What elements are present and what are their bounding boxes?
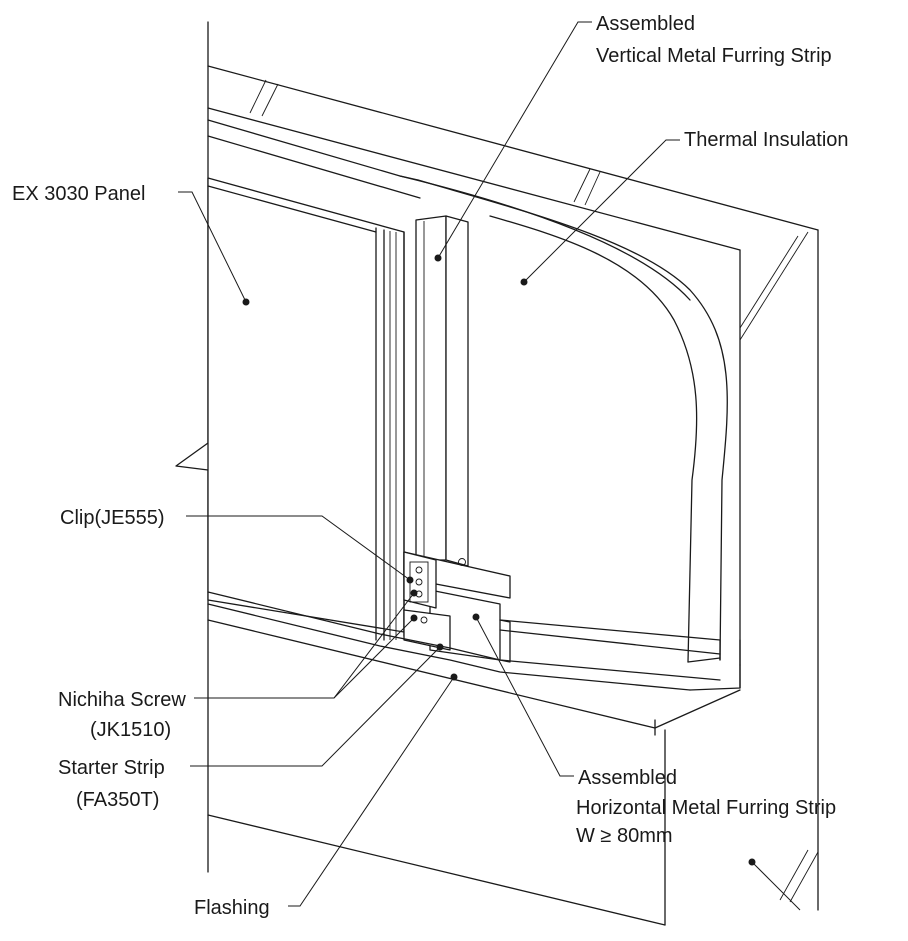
label-starter-strip-line2: (FA350T) xyxy=(76,789,159,811)
label-horizontal-furring-line2: Horizontal Metal Furring Strip xyxy=(576,797,836,819)
label-screw-line2: (JK1510) xyxy=(90,719,171,741)
leader-clip xyxy=(186,515,414,584)
vertical-furring-strip xyxy=(415,215,469,567)
leader-flashing xyxy=(288,673,458,907)
label-panel: EX 3030 Panel xyxy=(12,183,145,205)
leader-screw xyxy=(194,589,418,699)
flashing xyxy=(207,591,741,736)
leader-starter-strip xyxy=(190,643,444,767)
leader-horizontal-furring xyxy=(472,613,574,777)
label-flashing: Flashing xyxy=(194,897,270,919)
leader-thermal-insulation xyxy=(520,139,680,286)
thermal-insulation xyxy=(207,119,728,663)
leader-vertical-furring xyxy=(434,21,592,262)
label-starter-strip-line1: Starter Strip xyxy=(58,757,165,779)
label-screw-line1: Nichiha Screw xyxy=(58,689,186,711)
label-vertical-furring-line2: Vertical Metal Furring Strip xyxy=(596,45,832,67)
label-horizontal-furring-line1: Assembled xyxy=(578,767,677,789)
leader-substrate-bottom xyxy=(748,858,801,911)
ex3030-panel xyxy=(207,177,405,641)
label-horizontal-furring-line3: W ≥ 80mm xyxy=(576,825,673,847)
horizontal-furring-strip xyxy=(403,551,721,663)
label-clip: Clip(JE555) xyxy=(60,507,164,529)
label-thermal-insulation: Thermal Insulation xyxy=(684,129,849,151)
leader-panel xyxy=(178,191,250,306)
label-vertical-furring-line1: Assembled xyxy=(596,13,695,35)
